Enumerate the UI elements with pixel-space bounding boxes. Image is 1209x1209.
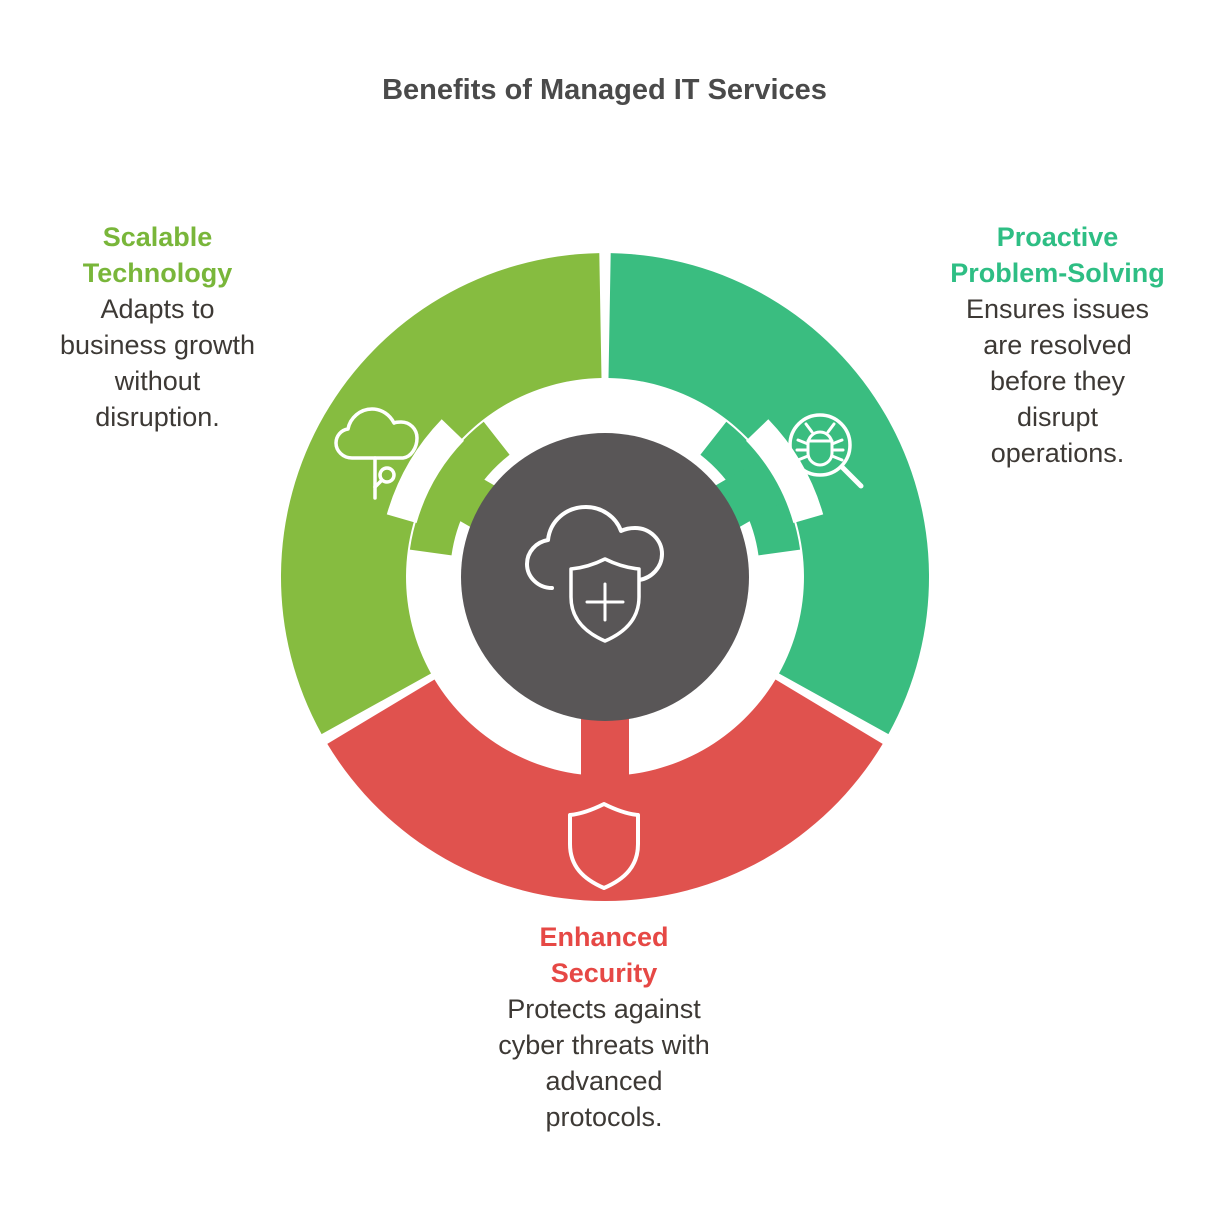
page-title: Benefits of Managed IT Services: [382, 74, 827, 106]
cloud-network-icon: [334, 407, 419, 500]
ring-segment-security: [327, 679, 883, 901]
label-block-proactive: Proactive Problem-Solving Ensures issues…: [910, 219, 1205, 471]
notch-scalable: [386, 419, 464, 523]
bug-magnifier-icon: [788, 413, 864, 489]
label-heading-proactive: Proactive Problem-Solving: [950, 222, 1165, 288]
cloud-outline: [334, 407, 419, 460]
label-desc-scalable: Adapts to business growth without disrup…: [59, 294, 256, 432]
cloud-shield-plus-icon: [525, 505, 664, 643]
ring-segment-proactive: [608, 253, 930, 735]
magnifier-handle: [839, 464, 864, 489]
notch-proactive: [746, 419, 824, 523]
label-block-scalable: Scalable Technology Adapts to business g…: [15, 219, 300, 435]
ring-segment-scalable: [280, 253, 602, 735]
label-heading-scalable: Scalable Technology: [82, 222, 233, 288]
label-desc-proactive: Ensures issues are resolved before they …: [965, 294, 1150, 468]
bug-legs: [795, 438, 845, 462]
center-cloud-outline: [525, 505, 664, 590]
shield-outline: [568, 802, 640, 890]
shield-icon: [568, 802, 640, 890]
magnifier-lens: [788, 413, 852, 477]
connector-spoke-scalable: [380, 433, 501, 531]
network-node-circle: [378, 466, 396, 484]
bug-antennae: [804, 422, 836, 434]
label-desc-security: Protects against cyber threats with adva…: [498, 994, 710, 1132]
connector-spoke-security: [581, 712, 629, 789]
stem-branch-line: [373, 479, 383, 489]
center-plus: [585, 582, 625, 622]
label-block-security: Enhanced Security Protects against cyber…: [434, 919, 774, 1135]
label-heading-security: Enhanced Security: [539, 922, 669, 988]
